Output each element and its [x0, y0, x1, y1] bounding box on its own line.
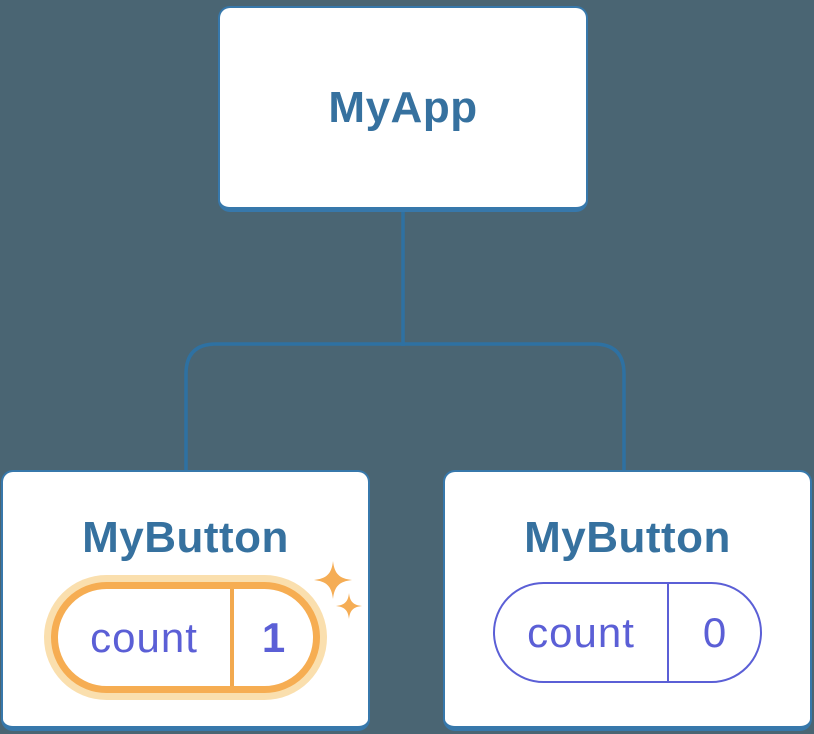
- sparkle-large-icon: [314, 561, 352, 599]
- root-component-name: MyApp: [328, 82, 478, 132]
- child-component-card-unchanged: MyButton count 0: [443, 470, 812, 731]
- child-component-name: MyButton: [524, 513, 731, 562]
- pill-divider: [667, 584, 669, 681]
- pill-divider: [230, 589, 234, 686]
- sparkle-small-icon: [336, 593, 362, 619]
- connector-branch: [184, 342, 626, 471]
- state-value: 0: [702, 608, 727, 656]
- child-component-name: MyButton: [82, 513, 289, 562]
- root-component-card: MyApp: [218, 6, 588, 212]
- state-key-label: count: [90, 613, 198, 661]
- state-pill: count 0: [493, 582, 762, 683]
- state-value: 1: [261, 613, 286, 661]
- child-component-card-updated: MyButton count 1: [1, 470, 370, 731]
- state-pill-highlighted: count 1: [51, 582, 320, 693]
- state-key-label: count: [527, 608, 635, 656]
